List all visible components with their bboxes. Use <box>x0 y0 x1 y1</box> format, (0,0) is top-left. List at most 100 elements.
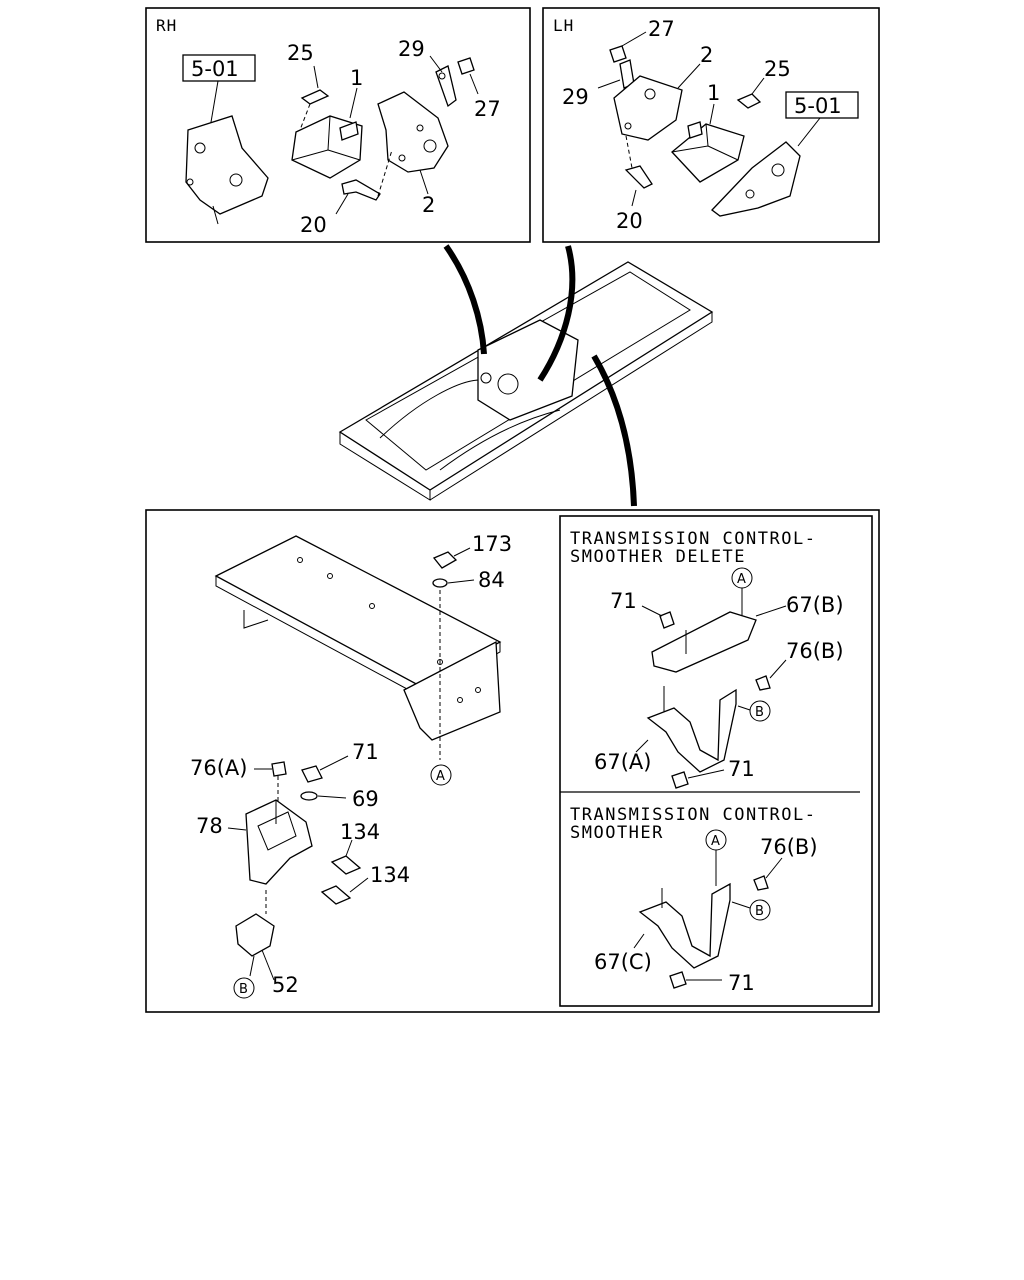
lh-leader-1 <box>709 103 715 125</box>
main-leader-52 <box>261 949 275 981</box>
pointer-to-rh <box>443 244 487 355</box>
rh-washer-hole <box>438 72 446 80</box>
lh-leader-20 <box>631 189 637 207</box>
lh-bolt-25 <box>736 93 762 109</box>
lh-mount-stud <box>687 121 703 139</box>
lh-mount-1 <box>671 123 745 183</box>
rh-bracket2-hole <box>416 124 424 132</box>
lh-dash <box>625 135 633 169</box>
lh-ref-leader <box>797 117 821 147</box>
delete-title-2: SMOOTHER DELETE <box>570 547 746 567</box>
crossmember-hole <box>327 573 333 579</box>
main-nut-173 <box>432 551 458 569</box>
smoother-leader-76b <box>765 857 783 879</box>
rh-mount-edges <box>291 115 361 161</box>
main-label-78: 78 <box>196 814 223 838</box>
rh-bracket-hole <box>194 142 206 154</box>
delete-leader-71-top <box>641 605 663 617</box>
main-label-173: 173 <box>472 532 512 556</box>
smoother-box: TRANSMISSION CONTROL- SMOOTHER A 76(B) B… <box>570 805 818 995</box>
lh-panel-frame <box>542 7 880 243</box>
rh-bracket2-hole <box>398 154 406 162</box>
lh-label-29: 29 <box>562 85 589 109</box>
smoother-title-2: SMOOTHER <box>570 823 664 843</box>
rh-bracket-hole <box>229 173 243 187</box>
rh-dash <box>377 149 393 197</box>
main-circle-a <box>430 764 452 786</box>
rh-ref-box[interactable] <box>182 54 256 82</box>
smoother-circle-a-label: A <box>711 834 720 849</box>
delete-leader-71-bottom <box>687 769 725 779</box>
main-circle-b-label: B <box>239 982 248 997</box>
delete-label-67b: 67(B) <box>786 593 844 617</box>
delete-label-76b: 76(B) <box>786 639 844 663</box>
transmission-body <box>477 319 579 421</box>
delete-nut-71-top <box>659 611 675 629</box>
main-leader-71 <box>319 755 349 771</box>
rh-panel-frame <box>145 7 531 243</box>
delete-bracket-67a <box>646 688 737 773</box>
rh-nut-27 <box>457 57 475 75</box>
rh-bracket2-hole <box>423 139 437 153</box>
main-bracket-78-edges <box>257 800 297 851</box>
rh-leader-29 <box>429 55 443 73</box>
crossmember-hole <box>457 697 463 703</box>
delete-circle-a-label: A <box>737 572 746 587</box>
lh-bracket-hole <box>745 189 755 199</box>
main-label-69: 69 <box>352 787 379 811</box>
main-panel: 173 84 A 76(A) 71 69 78 134 134 <box>145 509 880 1013</box>
main-label-76a: 76(A) <box>190 756 247 780</box>
pointer-to-lh <box>537 245 576 382</box>
main-circle-b <box>233 977 255 999</box>
rh-washer-29 <box>435 65 457 108</box>
main-label-134-upper: 134 <box>340 820 380 844</box>
chassis-curves <box>379 379 561 471</box>
main-leader-84 <box>447 579 475 584</box>
rh-label-29: 29 <box>398 37 425 61</box>
main-circle-a-label: A <box>436 769 445 784</box>
rh-dash <box>299 103 311 131</box>
smoother-circle-b-label: B <box>755 904 764 919</box>
lh-leader-25 <box>751 77 765 95</box>
rh-leader-1 <box>349 87 358 119</box>
main-bolt-76a <box>271 761 287 777</box>
main-leader-134-upper <box>345 839 353 857</box>
rh-label-25: 25 <box>287 41 314 65</box>
rh-label-2: 2 <box>422 193 435 217</box>
smoother-bolt-76b <box>753 875 769 891</box>
main-leader-52-b <box>249 955 255 977</box>
lh-bracket2-hole <box>624 122 632 130</box>
pointer-to-main <box>591 354 637 507</box>
main-label-71: 71 <box>352 740 379 764</box>
rh-label-27: 27 <box>474 97 501 121</box>
main-leader-134-lower <box>349 877 369 893</box>
delete-nut-71-bottom <box>671 771 689 789</box>
lh-panel: LH 27 29 2 1 25 5-01 <box>542 7 880 243</box>
delete-leader-67a <box>635 739 649 753</box>
smoother-delete-box: TRANSMISSION CONTROL- SMOOTHER DELETE A … <box>570 529 844 789</box>
main-label-52: 52 <box>272 973 299 997</box>
rh-panel: RH 5-01 25 1 2 29 27 <box>145 7 531 243</box>
main-washer-84 <box>432 578 448 588</box>
rh-leader-20 <box>335 193 349 215</box>
lh-ref-box[interactable] <box>785 91 859 119</box>
crossmember-hole <box>437 659 443 665</box>
main-part-52 <box>235 913 275 957</box>
main-label-84: 84 <box>478 568 505 592</box>
smoother-title-1: TRANSMISSION CONTROL- <box>570 805 816 825</box>
main-bracket-78 <box>245 799 313 885</box>
delete-leader-b <box>737 705 751 711</box>
lh-mount-edges <box>671 123 739 161</box>
smoother-label-71: 71 <box>728 971 755 995</box>
rh-ref-box-label: 5-01 <box>191 57 239 81</box>
delete-circle-b <box>749 700 771 722</box>
transmission-options-frame <box>559 515 873 1007</box>
rh-label-1: 1 <box>350 66 363 90</box>
delete-bolt-76b <box>755 675 771 691</box>
lh-label-25: 25 <box>764 57 791 81</box>
main-nut-71 <box>301 765 323 783</box>
rh-leader-27 <box>469 73 479 95</box>
crossmember-hole <box>297 557 303 563</box>
delete-leader-76b <box>769 659 787 679</box>
lh-leader-27 <box>621 31 647 47</box>
